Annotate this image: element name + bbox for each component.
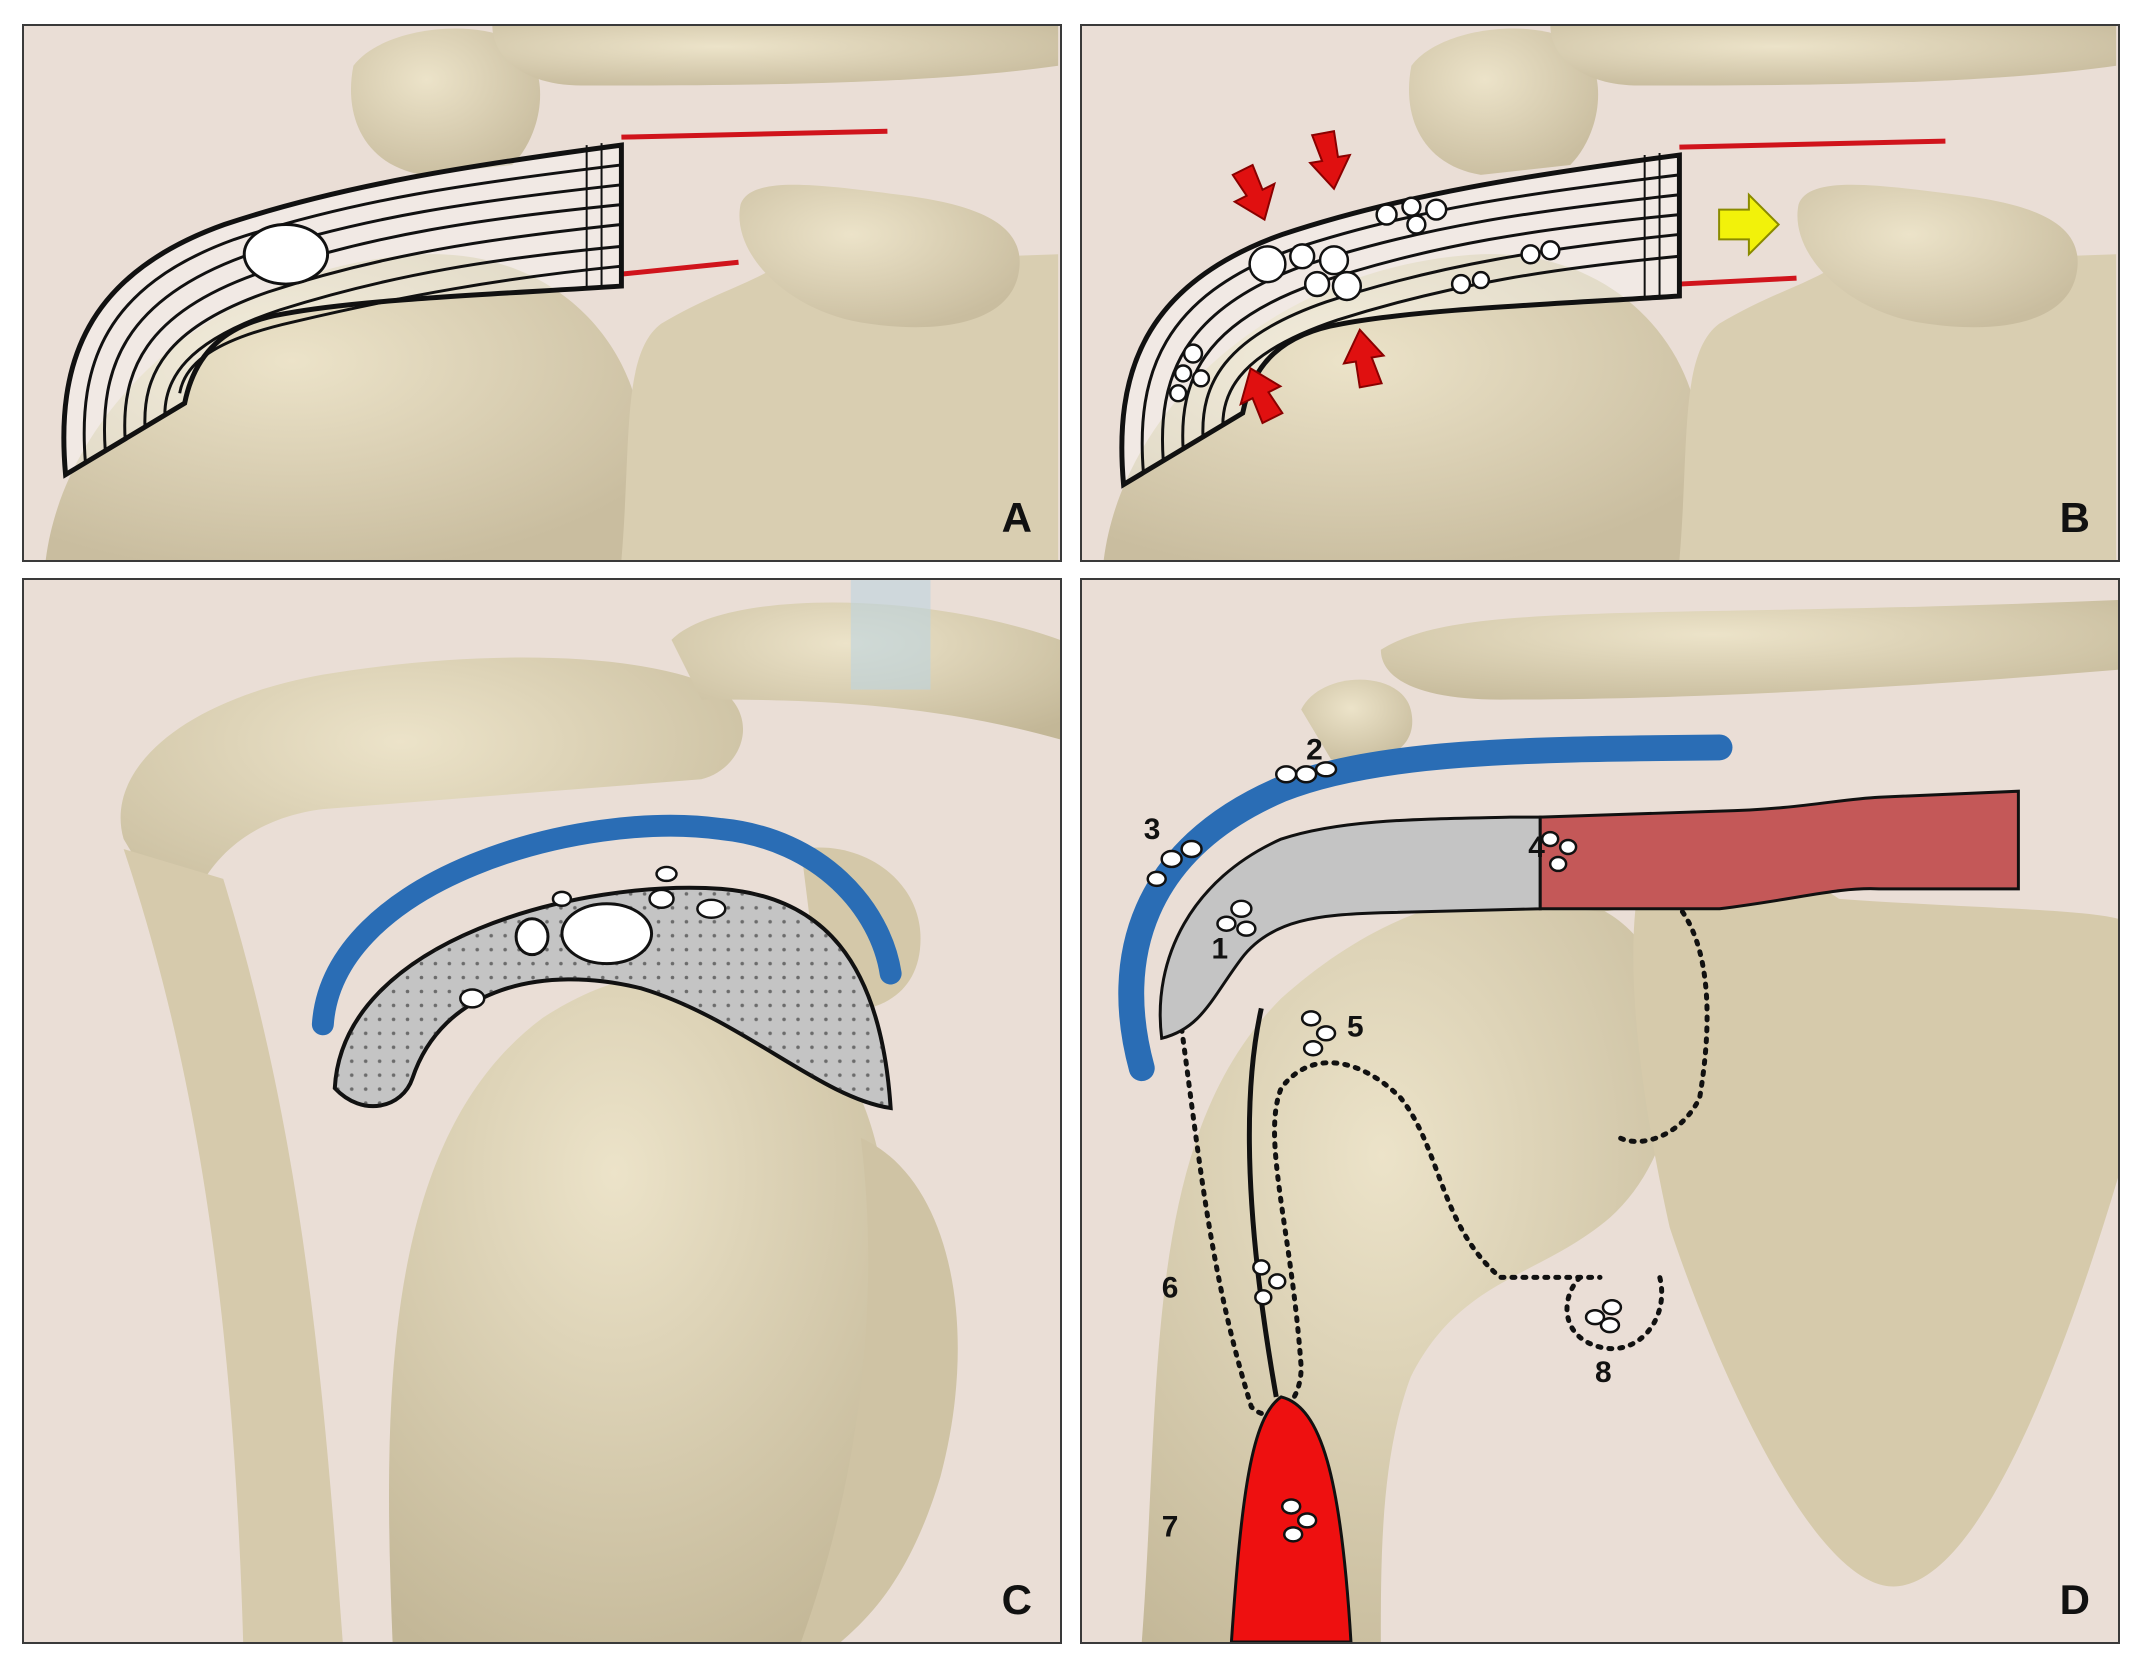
calcification-deposits <box>1168 196 1561 403</box>
panel-label-a: A <box>1001 494 1032 541</box>
panel-a: A <box>22 24 1062 562</box>
muscle-red-block <box>1538 789 2020 911</box>
bone-background <box>45 26 1059 560</box>
tendon-striated <box>61 142 624 479</box>
label-2: 2 <box>1306 733 1323 766</box>
bursa-blue <box>1118 734 1733 1082</box>
label-7: 7 <box>1162 1510 1179 1543</box>
bursa-curve <box>311 814 902 1036</box>
calcification-deposits <box>1146 761 1623 1543</box>
displacement-arrow <box>1718 192 1781 257</box>
ligament-lines <box>1679 138 1946 287</box>
compression-arrows <box>1231 130 1386 425</box>
panel-d: 1 2 3 4 5 6 7 8 D <box>1080 578 2120 1644</box>
panel-b-illustration <box>1103 26 2117 560</box>
label-4: 4 <box>1528 831 1545 864</box>
location-numbers: 1 2 3 4 5 6 7 8 <box>1144 733 1612 1543</box>
panel-b: B <box>1080 24 2120 562</box>
panel-label-b: B <box>2059 494 2090 541</box>
supraspinatus-gray <box>1158 815 1542 1041</box>
label-8: 8 <box>1595 1356 1612 1389</box>
label-1: 1 <box>1212 933 1229 966</box>
panel-a-illustration <box>45 26 1059 560</box>
biceps-tendon-line <box>1246 1007 1279 1398</box>
panel-d-illustration: 1 2 3 4 5 6 7 8 <box>1118 599 2118 1642</box>
panel-label-d: D <box>2059 1576 2090 1623</box>
ligament-lines <box>621 128 888 277</box>
bone-background <box>1103 26 2117 560</box>
label-6: 6 <box>1162 1271 1179 1304</box>
biceps-muscle <box>1229 1395 1353 1642</box>
calcification-deposit <box>242 223 330 286</box>
panel-c: C <box>22 578 1062 1644</box>
panel-c-illustration <box>120 580 1060 1642</box>
label-5: 5 <box>1347 1010 1364 1043</box>
label-3: 3 <box>1144 813 1161 846</box>
panel-label-c: C <box>1001 1576 1032 1623</box>
bone-background <box>120 580 1060 1642</box>
tendon-crescent <box>332 865 893 1111</box>
